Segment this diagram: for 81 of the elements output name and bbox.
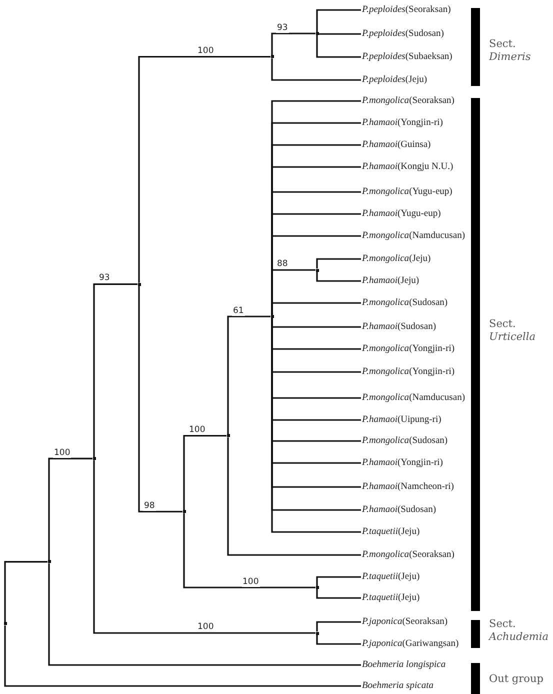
bootstrap-value: 100 <box>188 424 206 435</box>
taxon-label: P.peploides(Subaeksan) <box>362 51 452 63</box>
taxon-label: P.hamaoi(Jeju) <box>362 275 420 287</box>
tree-branch <box>138 286 182 512</box>
taxon-label: P.japonica(Seoraksan) <box>362 616 448 628</box>
taxon-label: P.hamaoi(Sudosan) <box>362 321 436 333</box>
tree-branch <box>316 33 361 36</box>
taxon-label: P.hamaoi(Yongjin-ri) <box>362 117 443 129</box>
tree-branch <box>271 32 316 56</box>
taxon-label: P.hamaoi(Yugu-eup) <box>362 208 441 220</box>
tree-branch <box>93 460 316 634</box>
tree-branch <box>48 458 92 560</box>
tree-branch <box>4 625 361 687</box>
tree-branch <box>4 561 48 622</box>
tree-branch <box>93 283 138 458</box>
tree-branch <box>227 437 361 556</box>
taxon-label: P.mongolica(Namducusan) <box>362 230 465 242</box>
bootstrap-value: 88 <box>276 259 289 269</box>
tree-branch <box>316 589 361 599</box>
taxon-label: P.mongolica(Jeju) <box>362 253 431 265</box>
branch-node <box>182 510 186 514</box>
bootstrap-value: 100 <box>242 576 260 586</box>
tree-branch <box>316 621 361 632</box>
tree-branch <box>316 9 361 32</box>
taxon-label: P.mongolica(Yongjin-ri) <box>362 343 455 355</box>
taxon-label: Boehmeria longispica <box>362 659 446 671</box>
taxon-label: P.mongolica(Sudosan) <box>362 297 448 309</box>
tree-branch <box>316 35 361 58</box>
tree-branch <box>316 272 361 282</box>
taxon-label: P.mongolica(Yugu-eup) <box>362 186 452 198</box>
section-label: Out group <box>489 673 544 686</box>
taxon-label: P.mongolica(Sudosan) <box>362 435 448 447</box>
bootstrap-value: 100 <box>53 448 72 458</box>
taxon-label: P.mongolica(Seoraksan) <box>362 95 454 107</box>
taxon-label: P.mongolica(Namducusan) <box>362 392 465 404</box>
branch-node <box>316 586 318 589</box>
tree-branch <box>183 513 316 588</box>
branch-node <box>4 622 6 626</box>
bootstrap-value: 61 <box>232 306 245 316</box>
taxon-label: P.hamaoi(Namcheon-ri) <box>362 481 454 493</box>
taxon-label: P.hamaoi(Sudosan) <box>362 504 436 516</box>
taxon-label: P.hamaoi(Yongjin-ri) <box>362 457 443 469</box>
taxon-label: P.mongolica(Yongjin-ri) <box>362 366 455 378</box>
bootstrap-value: 100 <box>196 46 215 56</box>
bootstrap-value: 98 <box>143 500 156 511</box>
bootstrap-value: 93 <box>98 273 111 284</box>
branch-node <box>92 457 96 460</box>
section-label: Sect. Achudemia <box>489 618 550 644</box>
tree-branch <box>271 58 361 81</box>
bootstrap-value: 93 <box>276 22 289 32</box>
branch-node <box>138 282 140 286</box>
taxon-label: P.taquetii(Jeju) <box>362 592 420 604</box>
tree-branch <box>271 302 361 315</box>
bootstrap-value: 100 <box>196 622 215 632</box>
taxon-label: P.peploides(Sudosan) <box>362 28 444 40</box>
section-label: Sect. Dimeris <box>489 38 532 64</box>
tree-branch <box>138 56 270 283</box>
branch-node <box>316 632 318 634</box>
branch-node <box>270 55 274 58</box>
taxon-label: P.peploides(Seoraksan) <box>362 4 451 16</box>
branch-node <box>270 315 274 318</box>
branch-node <box>316 268 318 272</box>
tree-branch <box>316 634 361 645</box>
branch-node <box>226 434 230 438</box>
tree-branch <box>183 434 226 510</box>
branch-node <box>316 32 318 35</box>
tree-branch <box>316 576 361 586</box>
taxon-label: P.taquetii(Jeju) <box>362 526 420 538</box>
taxon-label: P.hamaoi(Uipung-ri) <box>362 414 442 426</box>
tree-branch <box>48 563 361 666</box>
taxon-label: P.peploides(Jeju) <box>362 74 428 86</box>
taxon-label: Boehmeria spicata <box>362 680 434 692</box>
taxon-label: P.hamaoi(Kongju N.U.) <box>362 161 454 173</box>
tree-branch <box>316 258 361 268</box>
branch-node <box>48 560 50 564</box>
tree-branch <box>227 316 270 434</box>
taxon-label: P.japonica(Gariwangsan) <box>362 638 459 650</box>
taxon-label: P.taquetii(Jeju) <box>362 571 420 583</box>
taxon-label: P.hamaoi(Guinsa) <box>362 139 431 151</box>
taxon-label: P.mongolica(Seoraksan) <box>362 549 454 561</box>
section-label: Sect. Urticella <box>489 318 537 344</box>
